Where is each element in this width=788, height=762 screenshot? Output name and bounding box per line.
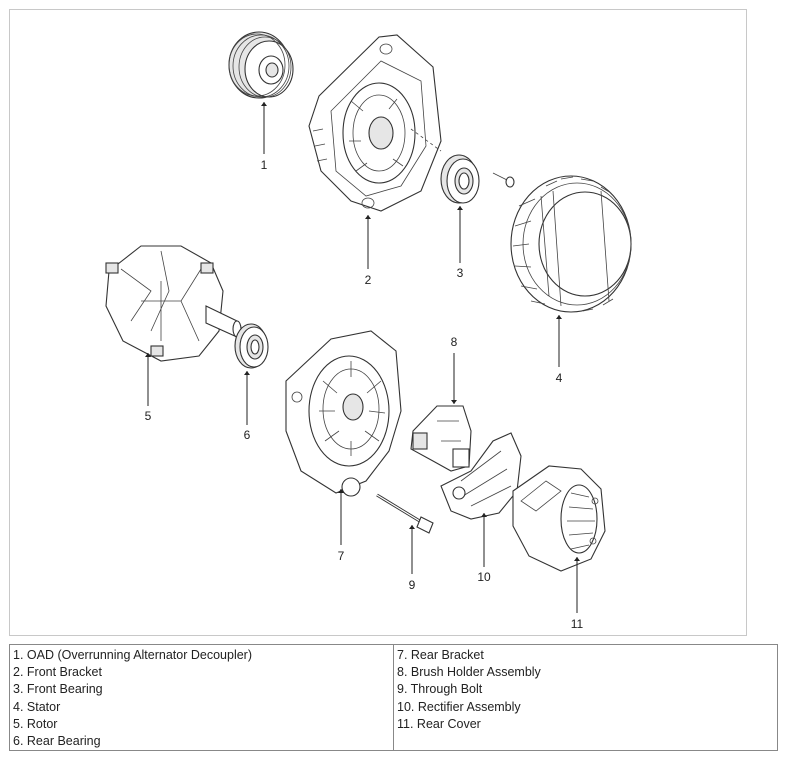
legend-item-rotor: 5. Rotor — [13, 716, 58, 731]
legend-item-brush-holder: 8. Brush Holder Assembly — [397, 665, 541, 680]
legend-item-rectifier: 10. Rectifier Assembly — [397, 699, 521, 714]
brush-holder-part — [410, 405, 472, 472]
legend-item-stator: 4. Stator — [13, 699, 61, 714]
callout-5: 5 — [145, 409, 152, 423]
callout-6: 6 — [244, 428, 251, 442]
legend-item-rear-cover: 11. Rear Cover — [397, 716, 481, 731]
front-bearing-screw — [492, 172, 515, 188]
callout-2: 2 — [365, 273, 372, 287]
stator-part — [510, 175, 632, 313]
callout-1: 1 — [261, 158, 268, 172]
legend-item-rear-bracket: 7. Rear Bracket — [397, 648, 484, 662]
rectifier-part — [440, 432, 522, 520]
through-bolt-part — [376, 493, 434, 534]
legend-item-oad: 1. OAD (Overrunning Alternator Decoupler… — [13, 648, 252, 662]
rear-bracket-part — [285, 330, 402, 497]
oad-pulley-part — [228, 31, 294, 99]
rear-cover-part — [512, 465, 606, 572]
callout-11: 11 — [571, 617, 584, 631]
parts-legend-table: 1. OAD (Overrunning Alternator Decoupler… — [9, 644, 778, 751]
callout-9: 9 — [409, 578, 416, 592]
legend-column-left: 1. OAD (Overrunning Alternator Decoupler… — [10, 645, 394, 750]
leader-lines — [145, 102, 580, 613]
callout-4: 4 — [556, 371, 563, 385]
callout-8: 8 — [451, 335, 458, 349]
front-bearing-part — [440, 154, 480, 204]
exploded-diagram-frame: 1 2 3 4 5 6 7 8 9 10 11 — [9, 9, 747, 636]
legend-column-right: 7. Rear Bracket 8. Brush Holder Assembly… — [394, 645, 777, 750]
legend-item-front-bracket: 2. Front Bracket — [13, 665, 102, 680]
alternator-exploded-view: 1 2 3 4 5 6 7 8 9 10 11 — [105, 31, 632, 631]
rotor-part — [105, 245, 242, 362]
callout-3: 3 — [457, 266, 464, 280]
callout-10: 10 — [477, 570, 491, 584]
callout-7: 7 — [338, 549, 345, 563]
rear-bearing-part — [234, 323, 269, 369]
legend-item-rear-bearing: 6. Rear Bearing — [13, 734, 101, 749]
legend-item-through-bolt: 9. Through Bolt — [397, 682, 483, 697]
legend-item-front-bearing: 3. Front Bearing — [13, 682, 103, 697]
front-bracket-part — [308, 34, 442, 212]
